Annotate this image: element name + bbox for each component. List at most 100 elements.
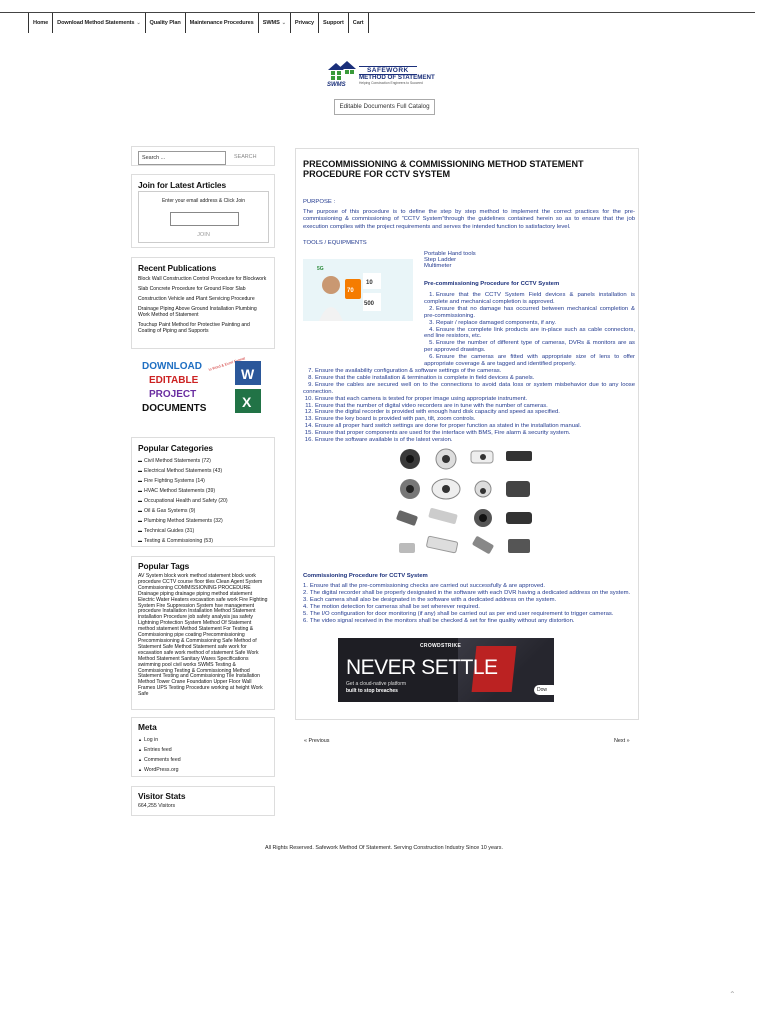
next-post-link[interactable]: Next » xyxy=(614,738,630,744)
category-count: (72) xyxy=(201,458,211,464)
meta-link[interactable]: ▲WordPress.org xyxy=(138,765,274,775)
category-item[interactable]: ▬Testing & Commissioning (53) xyxy=(138,536,274,546)
meta-link[interactable]: ▲Comments feed xyxy=(138,755,274,765)
step-text: The motion detection for cameras shall b… xyxy=(309,603,480,610)
category-item[interactable]: ▬Electrical Method Statements (43) xyxy=(138,466,274,476)
category-label: Oil & Gas Systems xyxy=(144,508,188,514)
nav-item-download-method-statements[interactable]: Download Method Statements⌄ xyxy=(52,13,144,33)
recent-publication-link[interactable]: Construction Vehicle and Plant Servicing… xyxy=(138,296,255,302)
step-text: Ensure that the number of digital video … xyxy=(315,402,548,409)
crowdstrike-ad[interactable]: CROWDSTRIKE NEVER SETTLE Get a cloud-nat… xyxy=(338,638,554,702)
telecom-ad[interactable]: 5G 70 10 500 xyxy=(303,259,413,321)
nav-item-label: Maintenance Procedures xyxy=(189,20,254,26)
recent-publication-link[interactable]: Slab Concrete Procedure for Ground Floor… xyxy=(138,286,246,292)
meta-link[interactable]: ▲Log in xyxy=(138,735,274,745)
folder-icon: ▬ xyxy=(138,498,142,503)
category-item[interactable]: ▬HVAC Method Statements (39) xyxy=(138,486,274,496)
category-item[interactable]: ▬Civil Method Statements (72) xyxy=(138,456,274,466)
folder-icon: ▬ xyxy=(138,478,142,483)
step-text: Ensure that all the pre-commissioning ch… xyxy=(309,583,546,589)
category-item[interactable]: ▬Occupational Health and Safety (20) xyxy=(138,496,274,506)
step-text: Ensure that proper components are used f… xyxy=(315,430,571,437)
category-count: (39) xyxy=(205,488,216,494)
nav-item-cart[interactable]: Cart xyxy=(347,13,369,33)
step-number: 1. xyxy=(303,583,308,589)
category-count: (53) xyxy=(203,538,213,544)
nav-item-swms[interactable]: SWMS⌄ xyxy=(257,13,290,33)
folder-icon: ▬ xyxy=(138,468,142,473)
catalog-button[interactable]: Editable Documents Full Catalog xyxy=(334,99,435,115)
scroll-up-icon[interactable]: ⌃ xyxy=(729,990,736,999)
category-item[interactable]: ▬Oil & Gas Systems (9) xyxy=(138,506,274,516)
ad-download-button[interactable]: Dow xyxy=(534,685,554,695)
step-number: 12. xyxy=(304,409,313,416)
nav-item-label: Quality Plan xyxy=(149,20,181,26)
popular-tags-widget: Popular Tags AV System block work method… xyxy=(131,556,275,710)
categories-title: Popular Categories xyxy=(138,443,213,453)
dl-line4: DOCUMENTS xyxy=(142,403,207,414)
logo-tagline: Helping Construction Engineers to Succee… xyxy=(359,81,423,85)
category-label: Fire Fighting Systems xyxy=(144,478,195,484)
tag-cloud[interactable]: AV System block work method statement bl… xyxy=(138,573,268,698)
visitor-count: 664,255 Visitors xyxy=(138,803,176,809)
person-icon: ▲ xyxy=(138,767,142,772)
join-button[interactable]: JOIN xyxy=(197,232,210,238)
dl-line3: PROJECT xyxy=(149,389,196,400)
step-number: 6. xyxy=(429,354,434,361)
step-text: The I/O configuration for door monitorin… xyxy=(309,610,614,617)
step-text: Ensure that the CCTV System Field device… xyxy=(424,292,635,305)
footer-copyright: All Rights Reserved. Safework Method Of … xyxy=(265,845,503,851)
category-item[interactable]: ▬Plumbing Method Statements (32) xyxy=(138,516,274,526)
tags-title: Popular Tags xyxy=(138,561,190,571)
commissioning-title: Commissioning Procedure for CCTV System xyxy=(303,573,428,579)
step-number: 5. xyxy=(303,610,308,617)
folder-icon: ▬ xyxy=(138,458,142,463)
nav-item-support[interactable]: Support xyxy=(318,13,348,33)
nav-item-maintenance-procedures[interactable]: Maintenance Procedures xyxy=(184,13,258,33)
precommissioning-step: 10.Ensure that each camera is tested for… xyxy=(303,396,635,403)
step-text: Ensure the number of different type of c… xyxy=(424,340,635,354)
meta-link[interactable]: ▲Entries feed xyxy=(138,745,274,755)
step-text: Ensure that the cable installation & ter… xyxy=(315,374,535,381)
category-list: ▬Civil Method Statements (72)▬Electrical… xyxy=(132,456,274,546)
site-logo[interactable]: SAFEWORK METHOD OF STATEMENT Helping Con… xyxy=(325,60,443,92)
search-widget: Search ... SEARCH xyxy=(131,146,275,166)
logo-abbr: SWMS xyxy=(327,82,346,88)
ad-sub-line-1: Get a cloud-native platform xyxy=(346,681,407,687)
nav-item-home[interactable]: Home xyxy=(28,13,52,33)
header-divider xyxy=(0,12,755,13)
tool-item: Portable Hand tools xyxy=(424,251,476,257)
category-item[interactable]: ▬Fire Fighting Systems (14) xyxy=(138,476,274,486)
search-input[interactable]: Search ... xyxy=(138,151,226,165)
precommissioning-step: 15.Ensure that proper components are use… xyxy=(303,430,635,437)
step-number: 6. xyxy=(303,617,308,624)
recent-publication-link[interactable]: Block Wall Construction Control Procedur… xyxy=(138,276,267,282)
logo-line1: SAFEWORK xyxy=(359,66,417,75)
category-label: Electrical Method Statements xyxy=(144,468,212,474)
commissioning-step: 4.The motion detection for cameras shall… xyxy=(303,604,635,611)
commissioning-step: 3.Each camera shall also be designated i… xyxy=(303,597,635,604)
visitor-stats-widget: Visitor Stats 664,255 Visitors xyxy=(131,786,275,816)
nav-item-quality-plan[interactable]: Quality Plan xyxy=(144,13,185,33)
step-number: 4. xyxy=(303,603,308,610)
join-form: Enter your email address & Click Join JO… xyxy=(138,191,269,243)
recent-publication-link[interactable]: Drainage Piping Above Ground Installatio… xyxy=(138,306,257,318)
step-number: 2. xyxy=(303,589,308,596)
category-item[interactable]: ▬Technical Guides (31) xyxy=(138,526,274,536)
download-documents-banner[interactable]: DOWNLOAD EDITABLE PROJECT DOCUMENTS In W… xyxy=(137,356,267,419)
telecom-ad-graphic: 5G 70 10 500 xyxy=(303,259,413,321)
ad-price-1: 70 xyxy=(347,288,354,294)
commissioning-step: 5.The I/O configuration for door monitor… xyxy=(303,611,635,618)
folder-icon: ▬ xyxy=(138,538,142,543)
meta-widget: Meta ▲Log in▲Entries feed▲Comments feed▲… xyxy=(131,717,275,777)
nav-item-privacy[interactable]: Privacy xyxy=(289,13,318,33)
recent-publication-link[interactable]: Touchup Paint Method for Protective Pain… xyxy=(138,322,250,334)
search-button[interactable]: SEARCH xyxy=(234,154,257,160)
chevron-down-icon: ⌄ xyxy=(281,20,286,26)
step-text: Ensure all proper hard switch settings a… xyxy=(315,423,582,430)
email-field[interactable] xyxy=(170,212,239,226)
previous-post-link[interactable]: « Previous xyxy=(304,738,330,744)
precommissioning-step: 11.Ensure that the number of digital vid… xyxy=(303,403,635,410)
